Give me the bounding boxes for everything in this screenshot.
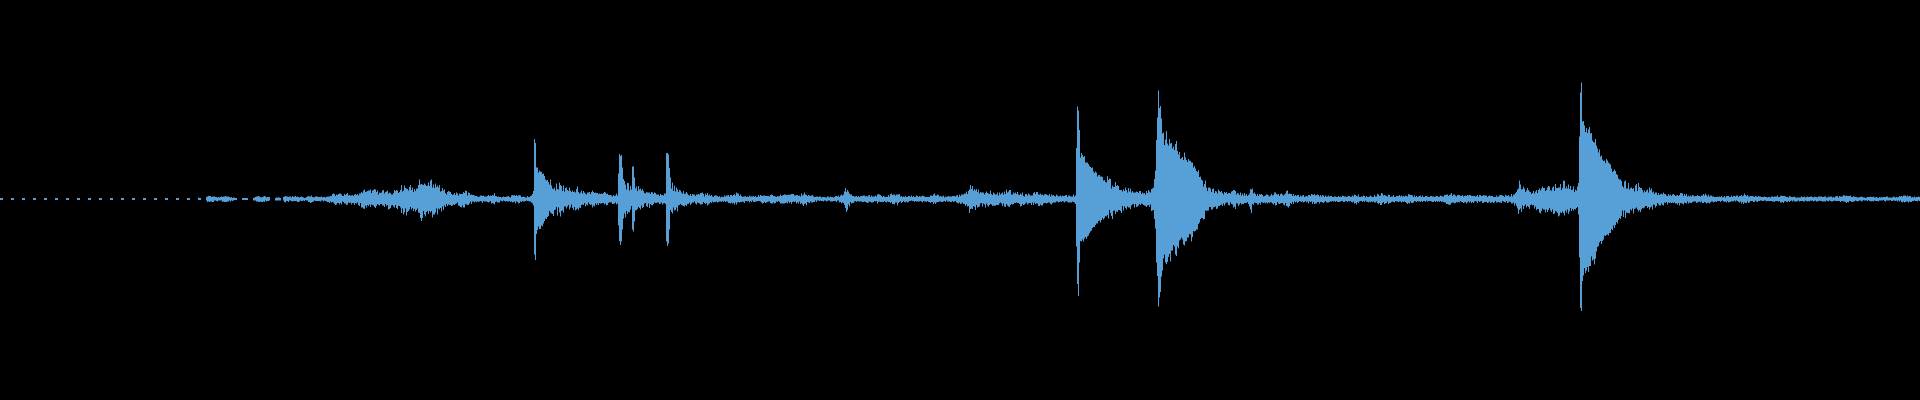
waveform-path — [0, 82, 1920, 312]
